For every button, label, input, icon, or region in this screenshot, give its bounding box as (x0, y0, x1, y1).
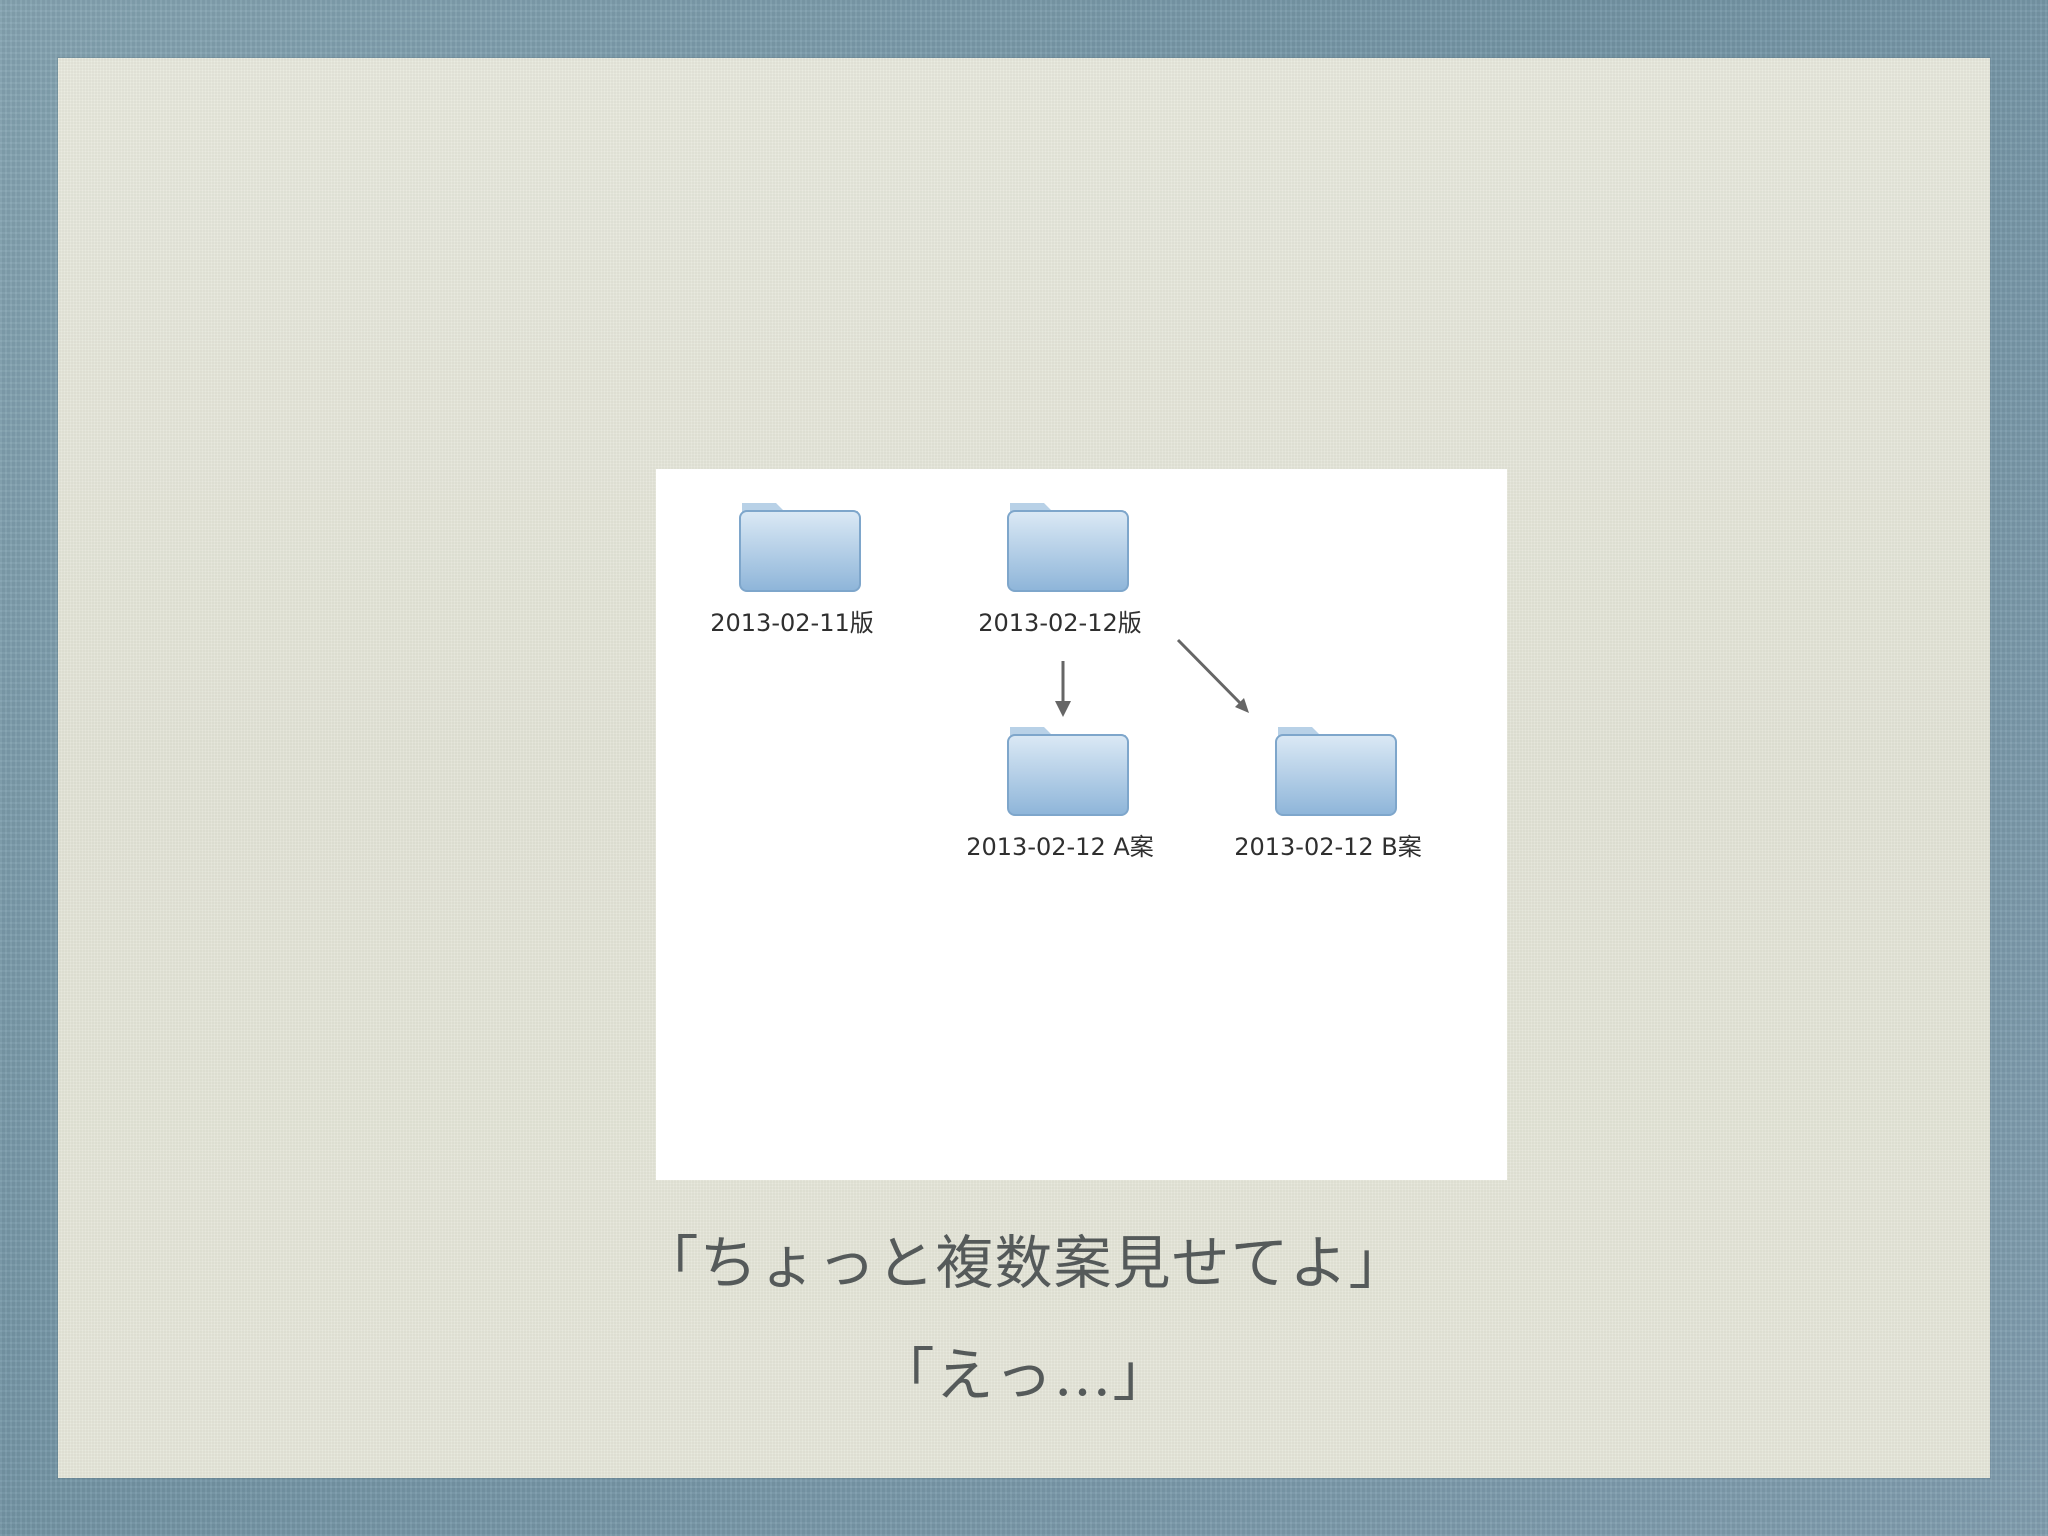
folder-item-2013-02-11: 2013-02-11版 (710, 493, 874, 643)
diagonal-arrow-icon (1176, 638, 1249, 713)
folder-label: 2013-02-11版 (710, 609, 874, 637)
caption-line-2: 「えっ…」 (876, 1341, 1172, 1409)
folder-item-2013-02-12-b: 2013-02-12 B案 (1234, 717, 1422, 867)
folder-item-2013-02-12-a: 2013-02-12 A案 (966, 717, 1154, 867)
caption-line-1: 「ちょっと複数案見せてよ」 (640, 1229, 1408, 1297)
folder-icon (1275, 727, 1397, 816)
folder-item-2013-02-12: 2013-02-12版 (978, 493, 1142, 643)
slide-canvas: 2013-02-11版 2013-02-12版 (58, 58, 1990, 1478)
folder-screenshot: 2013-02-11版 2013-02-12版 (656, 469, 1507, 1180)
folder-label: 2013-02-12 B案 (1234, 833, 1422, 861)
folder-icon (1007, 727, 1129, 816)
folder-label: 2013-02-12版 (978, 609, 1142, 637)
down-arrow-icon (1055, 661, 1071, 717)
folder-icon (1007, 503, 1129, 592)
folder-icon (739, 503, 861, 592)
folder-label: 2013-02-12 A案 (966, 833, 1154, 861)
